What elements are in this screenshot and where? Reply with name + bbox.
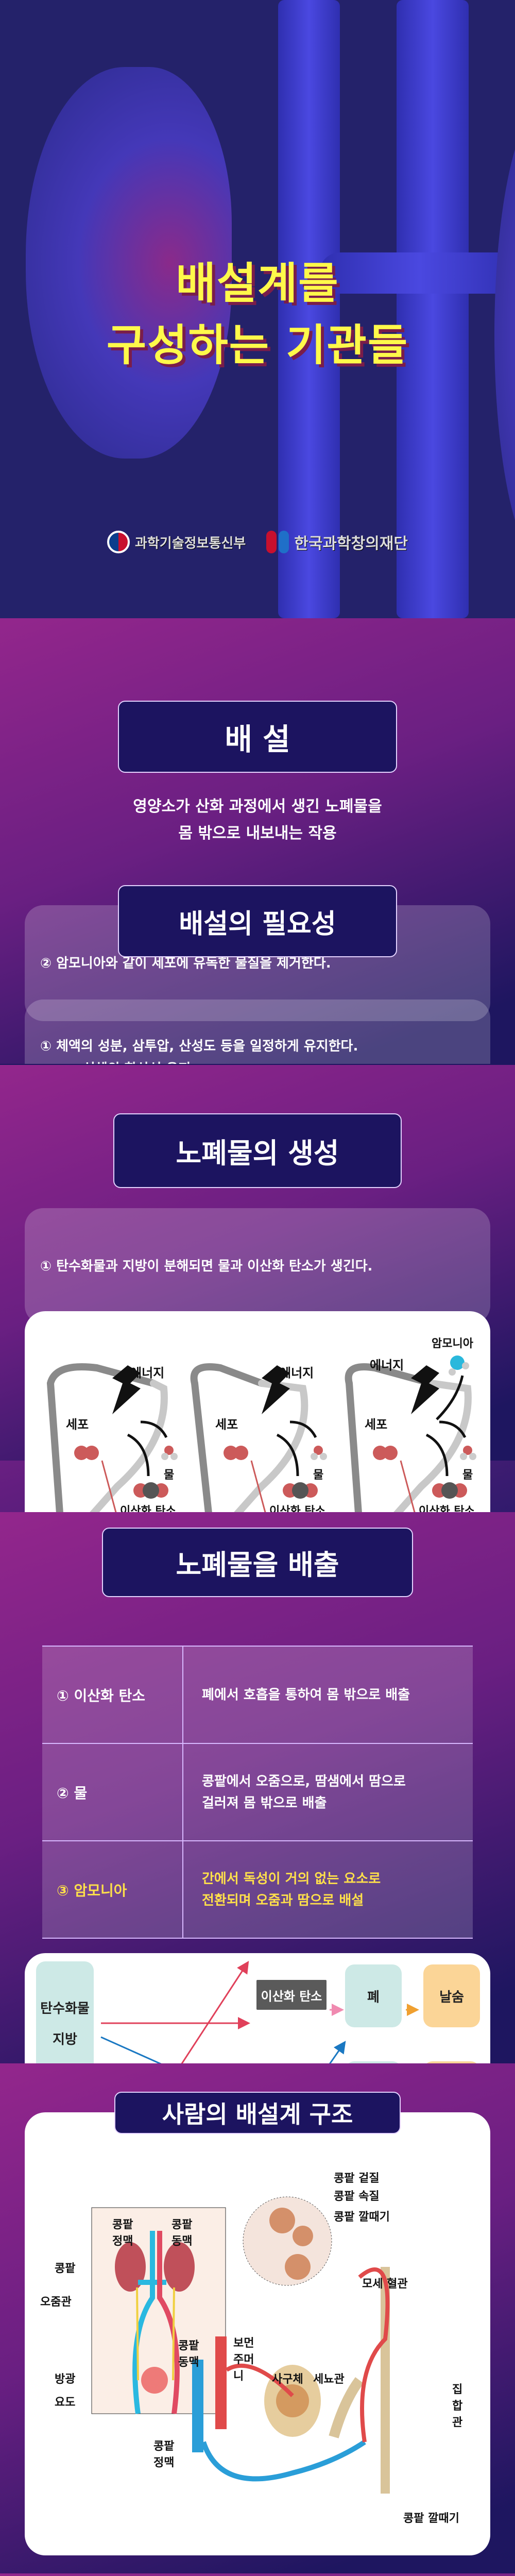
substance-cell: ② 물 bbox=[42, 1744, 183, 1840]
hero-title: 배설계를 구성하는 기관들 bbox=[0, 252, 515, 376]
kofac-mark-icon bbox=[266, 531, 289, 553]
item-text: ① 체액의 성분, 삼투압, 산성도 등을 일정하게 유지한다. bbox=[40, 1038, 358, 1054]
water-label: 물 bbox=[164, 1469, 175, 1482]
hero-section: 배설계를 구성하는 기관들 과학기술정보통신부 한국과학창의재단 bbox=[0, 0, 515, 618]
energy-label: 에너지 bbox=[370, 1358, 404, 1372]
section-title: 배 설 bbox=[118, 701, 397, 773]
route-text: 간에서 독성이 거의 없는 요소로 bbox=[202, 1871, 381, 1887]
excretion-definition: 영양소가 산화 과정에서 생긴 노폐물을 몸 밖으로 내보내는 작용 bbox=[0, 793, 515, 847]
capillary-label: 모세 혈관 bbox=[362, 2278, 408, 2291]
waste-excretion-section: 노폐물을 배출 ① 이산화 탄소 폐에서 호흡을 통하여 몸 밖으로 배출 ② … bbox=[0, 1512, 515, 2063]
cell-label: 세포 bbox=[365, 1417, 388, 1432]
section-title: 배설의 필요성 bbox=[118, 885, 397, 957]
route-text: 걸러져 몸 밖으로 배출 bbox=[202, 1795, 327, 1811]
cell-label: 세포 bbox=[66, 1417, 89, 1432]
box-label: 탄수화물 bbox=[40, 2001, 90, 2016]
definition-line: 몸 밖으로 내보내는 작용 bbox=[178, 824, 337, 842]
item-text: ② 암모니아와 같이 세포에 유독한 물질을 제거한다. bbox=[40, 955, 331, 971]
route-text: 전환되며 오줌과 땀으로 배설 bbox=[202, 1892, 364, 1908]
exhale-box: 날숨 bbox=[423, 1964, 480, 2027]
urethra-label: 요도 bbox=[55, 2396, 76, 2409]
lung-box: 폐 bbox=[345, 1964, 402, 2027]
cortex-label: 콩팥 겉질 bbox=[334, 2172, 380, 2185]
excretory-diagram: 콩팥 정맥 콩팥 동맥 콩팥 오줌관 방광 요도 콩팥 겉질 콩팥 속질 콩팥 … bbox=[25, 2112, 490, 2555]
route-cell: 폐에서 호흡을 통하여 몸 밖으로 배출 bbox=[183, 1647, 473, 1743]
item-text: ① 탄수화물과 지방이 분해되면 물과 이산화 탄소가 생긴다. bbox=[40, 1258, 373, 1274]
carbs-fat-box: 탄수화물 지방 bbox=[36, 1961, 94, 2063]
bowman-label: 보먼 주머니 bbox=[233, 2337, 254, 2383]
kidney-label: 콩팥 bbox=[55, 2262, 76, 2275]
substance-cell: ③ 암모니아 bbox=[42, 1841, 183, 1938]
section-title: 노폐물의 생성 bbox=[113, 1113, 402, 1188]
generation-item: ① 탄수화물과 지방이 분해되면 물과 이산화 탄소가 생긴다. bbox=[25, 1208, 490, 1324]
necessity-item: ① 체액의 성분, 삼투압, 산성도 등을 일정하게 유지한다. → 신체의 항… bbox=[25, 999, 490, 1064]
tubule-label: 세뇨관 bbox=[313, 2373, 345, 2386]
excretion-section: 배 설 영양소가 산화 과정에서 생긴 노폐물을 몸 밖으로 내보내는 작용 배… bbox=[0, 618, 515, 1064]
skin-box: 피부 bbox=[345, 2061, 402, 2063]
excretory-graphics bbox=[91, 2196, 390, 2494]
energy-label: 에너지 bbox=[130, 1366, 165, 1380]
cell-diagram-graphics bbox=[46, 1355, 476, 1536]
route-text: 콩팥에서 오줌으로, 땀샘에서 땀으로 bbox=[202, 1773, 406, 1789]
msit-logo-text: 과학기술정보통신부 bbox=[134, 535, 246, 551]
water-label: 물 bbox=[462, 1469, 473, 1482]
substance-cell: ① 이산화 탄소 bbox=[42, 1647, 183, 1743]
box-label: 지방 bbox=[53, 2032, 77, 2047]
excretion-table: ① 이산화 탄소 폐에서 호흡을 통하여 몸 밖으로 배출 ② 물 콩팥에서 오… bbox=[42, 1646, 473, 1939]
sweat-box: 땀 bbox=[423, 2061, 480, 2063]
hero-title-line1: 배설계를 bbox=[176, 258, 339, 309]
renal-vein-label: 콩팥 정맥 bbox=[112, 2218, 133, 2248]
co2-tag: 이산화 탄소 bbox=[256, 1980, 327, 2010]
nephron-artery-label: 콩팥 동맥 bbox=[178, 2340, 199, 2369]
nephron-pelvis-label: 콩팥 깔때기 bbox=[403, 2512, 459, 2525]
vessel-illustration bbox=[319, 252, 515, 294]
ureter-label: 오줌관 bbox=[40, 2296, 72, 2309]
pelvis-label: 콩팥 깔때기 bbox=[334, 2211, 390, 2224]
section-title: 노폐물을 배출 bbox=[102, 1528, 413, 1597]
water-label: 물 bbox=[313, 1469, 324, 1482]
renal-artery-label: 콩팥 동맥 bbox=[171, 2218, 193, 2248]
kofac-logo-text: 한국과학창의재단 bbox=[294, 535, 408, 553]
energy-label: 에너지 bbox=[280, 1366, 314, 1380]
msit-logo: 과학기술정보통신부 bbox=[107, 531, 246, 553]
glomerulus-label: 사구체 bbox=[272, 2373, 303, 2386]
nephron-vein-label: 콩팥 정맥 bbox=[153, 2440, 175, 2469]
hero-title-line2: 구성하는 기관들 bbox=[106, 320, 409, 370]
section-title: 사람의 배설계 구조 bbox=[114, 2092, 401, 2134]
vessel-illustration bbox=[397, 0, 469, 618]
table-row: ① 이산화 탄소 폐에서 호흡을 통하여 몸 밖으로 배출 bbox=[42, 1647, 473, 1744]
waste-flow-diagram: 탄수화물 지방 단백질 암모니아 간 요소 이산화 탄소 물 폐 피부 콩팥 날… bbox=[25, 1953, 490, 2063]
definition-line: 영양소가 산화 과정에서 생긴 노폐물을 bbox=[133, 798, 382, 816]
taegeuk-icon bbox=[107, 531, 130, 553]
logo-bar: 과학기술정보통신부 한국과학창의재단 bbox=[0, 531, 515, 553]
route-text: 폐에서 호흡을 통하여 몸 밖으로 배출 bbox=[202, 1687, 410, 1703]
cell-label: 세포 bbox=[215, 1417, 238, 1432]
kidney-illustration bbox=[26, 67, 232, 459]
bladder-label: 방광 bbox=[55, 2373, 76, 2386]
kofac-logo: 한국과학창의재단 bbox=[266, 531, 408, 553]
item-subtext: → 신체의 항상성 유지 bbox=[40, 1058, 475, 1064]
ammonia-label: 암모니아 bbox=[432, 1337, 473, 1350]
vessel-illustration bbox=[278, 0, 340, 618]
medulla-label: 콩팥 속질 bbox=[334, 2190, 380, 2203]
flow-arrows bbox=[100, 1960, 419, 2063]
human-excretory-section: 콩팥 정맥 콩팥 동맥 콩팥 오줌관 방광 요도 콩팥 겉질 콩팥 속질 콩팥 … bbox=[0, 2063, 515, 2573]
collecting-duct-label: 집합관 bbox=[452, 2383, 463, 2429]
